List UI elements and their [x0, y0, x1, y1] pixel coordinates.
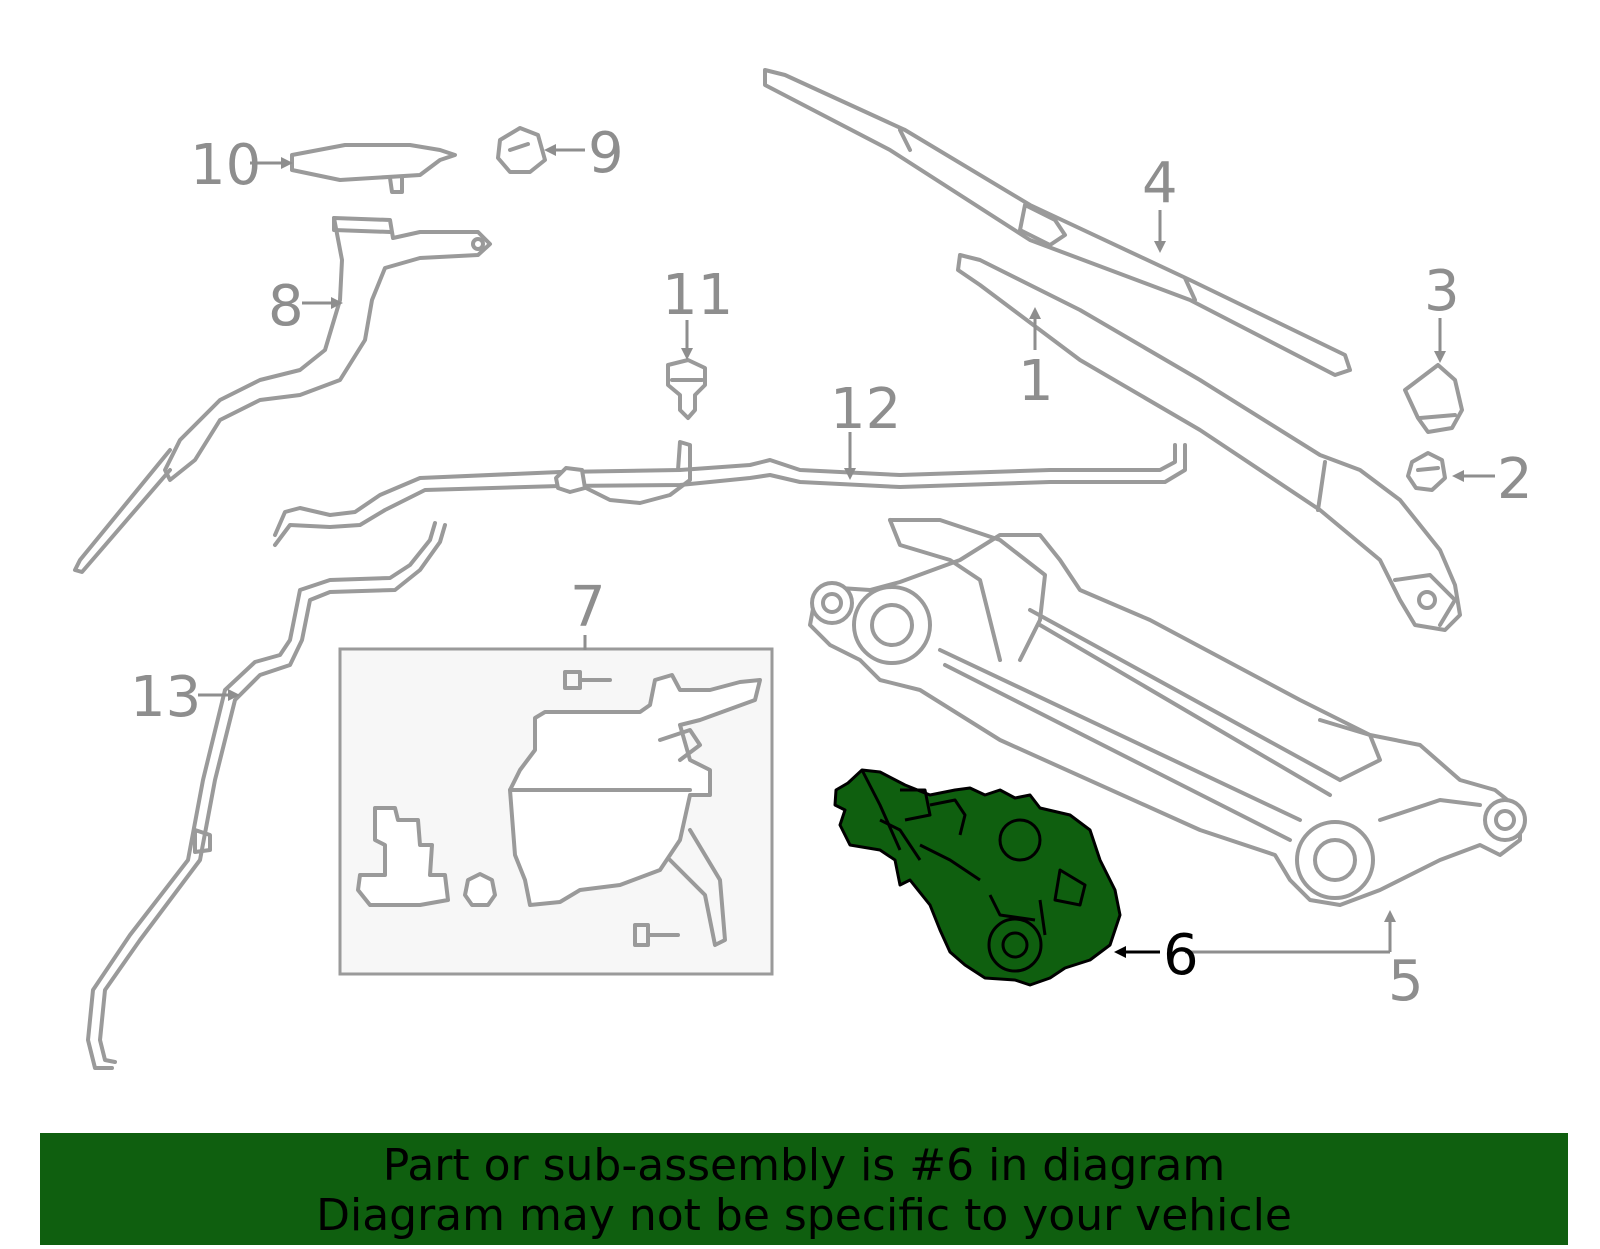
- callout-10[interactable]: 10: [190, 133, 261, 198]
- part-3-cap[interactable]: [1403, 363, 1464, 434]
- part-1-wiper-arm[interactable]: [956, 253, 1462, 632]
- callout-3[interactable]: 3: [1424, 259, 1460, 324]
- callout-6[interactable]: 6: [1163, 923, 1199, 988]
- part-10-nozzle[interactable]: [290, 143, 457, 194]
- part-6-wiper-motor[interactable]: [833, 768, 1122, 987]
- part-9-grommet[interactable]: [496, 126, 547, 174]
- callout-11[interactable]: 11: [662, 263, 733, 328]
- callout-4[interactable]: 4: [1142, 151, 1178, 216]
- callout-arrows: [198, 144, 1495, 958]
- callout-8[interactable]: 8: [268, 274, 304, 339]
- part-8-filler-neck[interactable]: [73, 216, 492, 574]
- part-2-nut[interactable]: [1406, 451, 1447, 492]
- banner-line-2: Diagram may not be specific to your vehi…: [316, 1190, 1292, 1241]
- part-13-hose[interactable]: [86, 521, 447, 1070]
- banner-line-1: Part or sub-assembly is #6 in diagram: [382, 1140, 1226, 1191]
- callout-numbers: 10 9 8 4 1 3 2 11 12 13 7 5 6: [130, 121, 1533, 1014]
- callout-2[interactable]: 2: [1497, 447, 1533, 512]
- part-7-washer-reservoir-box[interactable]: [338, 647, 774, 976]
- part-12-hose[interactable]: [273, 440, 1187, 547]
- part-5-wiper-linkage[interactable]: [808, 518, 1527, 907]
- callout-5[interactable]: 5: [1388, 949, 1424, 1014]
- callout-13[interactable]: 13: [130, 665, 201, 730]
- part-11-clip[interactable]: [666, 358, 707, 420]
- callout-12[interactable]: 12: [830, 377, 901, 442]
- part-4-wiper-blade[interactable]: [763, 68, 1352, 377]
- callout-9[interactable]: 9: [588, 121, 624, 186]
- callout-1[interactable]: 1: [1018, 349, 1054, 414]
- callout-7[interactable]: 7: [570, 575, 606, 640]
- info-banner: Part or sub-assembly is #6 in diagram Di…: [40, 1133, 1568, 1245]
